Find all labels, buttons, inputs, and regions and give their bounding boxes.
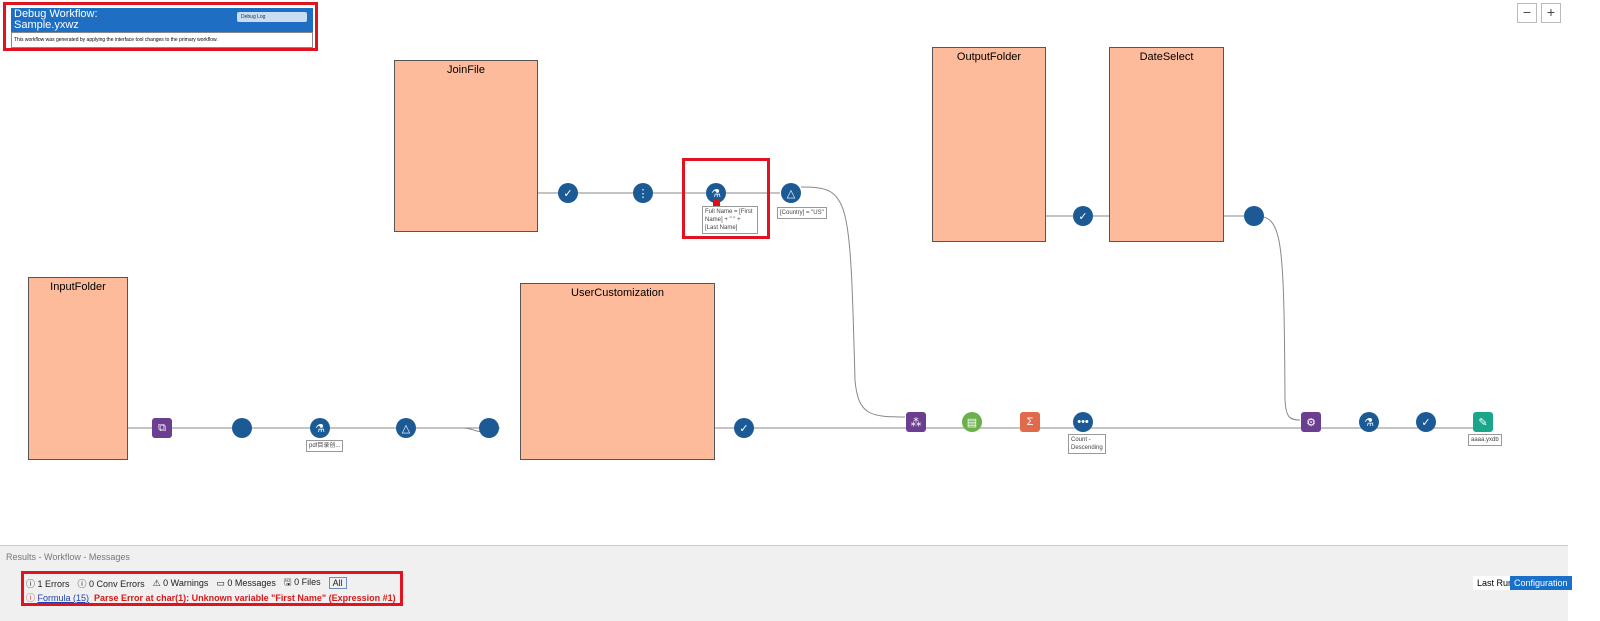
sort-label: Count - Descending: [1068, 434, 1106, 454]
last-run-button[interactable]: Last Run: [1473, 576, 1518, 590]
check-tool-icon[interactable]: ✓: [558, 183, 578, 203]
debug-log-dropdown[interactable]: Debug Log: [237, 12, 307, 22]
debug-description: This workflow was generated by applying …: [11, 32, 313, 48]
unique-tool-icon[interactable]: ▤: [962, 412, 982, 432]
check-tool-icon[interactable]: ✓: [1073, 206, 1093, 226]
gear-tool-icon[interactable]: ⚙: [1301, 412, 1321, 432]
macro-tool-icon[interactable]: [232, 418, 252, 438]
container-inputfolder[interactable]: InputFolder: [28, 277, 128, 460]
all-filter[interactable]: All: [328, 577, 347, 589]
join-multiple-tool-icon[interactable]: ⁂: [906, 412, 926, 432]
results-panel: Results - Workflow - Messages ⓘ 1 Errors…: [0, 545, 1572, 621]
configuration-button[interactable]: Configuration: [1510, 576, 1572, 590]
highlight-box: [3, 2, 318, 51]
summarize-tool-icon[interactable]: Σ: [1020, 412, 1040, 432]
error-icon: [713, 200, 720, 207]
container-joinfile[interactable]: JoinFile: [394, 60, 538, 232]
formula-label: pdf目录创...: [306, 440, 344, 452]
errors-filter[interactable]: ⓘ 1 Errors: [26, 578, 70, 589]
debug-filename: Sample.yxwz: [14, 19, 79, 31]
warnings-filter[interactable]: ⚠ 0 Warnings: [152, 577, 209, 588]
sort-tool-icon[interactable]: •••: [1073, 412, 1093, 432]
zoom-in-button[interactable]: +: [1541, 3, 1561, 23]
container-outputfolder[interactable]: OutputFolder: [932, 47, 1046, 242]
macro-tool-icon[interactable]: [1244, 206, 1264, 226]
check-tool-icon[interactable]: ✓: [1416, 412, 1436, 432]
filter-tool-icon[interactable]: △: [396, 418, 416, 438]
highlight-box: [682, 158, 770, 239]
highlight-box: [21, 571, 403, 606]
formula-link[interactable]: Formula (15): [37, 593, 90, 603]
container-dateselect[interactable]: DateSelect: [1109, 47, 1224, 242]
formula-label: Full Name = [First Name] + " " + [Last N…: [702, 206, 758, 234]
messages-filter[interactable]: ▭ 0 Messages: [216, 577, 276, 588]
connections: [128, 186, 1480, 433]
output-label: aaaa.yxdb: [1468, 434, 1502, 446]
select-tool-icon[interactable]: ⋮: [633, 183, 653, 203]
files-filter[interactable]: 🖫 0 Files: [283, 577, 321, 587]
workflow-canvas[interactable]: JoinFile InputFolder UserCustomization O…: [0, 0, 1568, 540]
container-usercustomization[interactable]: UserCustomization: [520, 283, 715, 460]
debug-header: Debug Workflow:Sample.yxwz Debug Log Thi…: [11, 8, 313, 48]
zoom-out-button[interactable]: −: [1517, 3, 1537, 23]
formula-tool-icon[interactable]: ⚗: [706, 183, 726, 203]
formula-tool-icon[interactable]: ⚗: [1359, 412, 1379, 432]
check-tool-icon[interactable]: ✓: [734, 418, 754, 438]
filter-label: [Country] = "US": [777, 207, 827, 219]
macro-tool-icon[interactable]: [479, 418, 499, 438]
debug-title: Debug Workflow:: [14, 8, 98, 20]
results-title: Results - Workflow - Messages: [6, 552, 130, 562]
formula-tool-icon[interactable]: ⚗: [310, 418, 330, 438]
conv-errors-filter[interactable]: ⓘ 0 Conv Errors: [77, 578, 145, 589]
select-tool-icon[interactable]: ⧉: [152, 418, 172, 438]
error-message: Parse Error at char(1): Unknown variable…: [94, 593, 396, 603]
filter-tool-icon[interactable]: △: [781, 183, 801, 203]
output-tool-icon[interactable]: ✎: [1473, 412, 1493, 432]
error-message-row: ⓘ Formula (15)Parse Error at char(1): Un…: [26, 593, 396, 603]
